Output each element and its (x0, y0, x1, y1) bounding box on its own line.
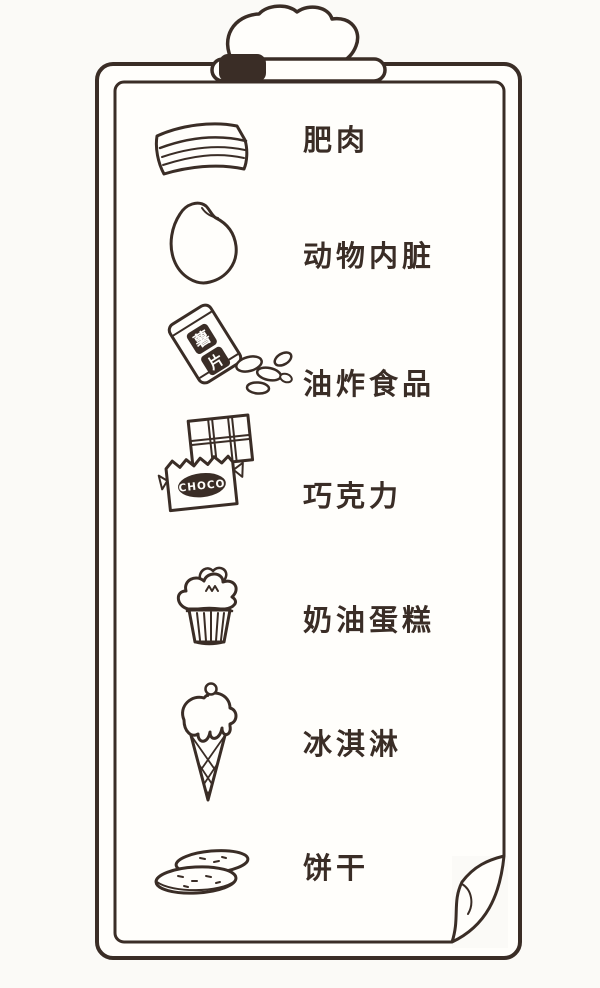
food-label-animal-organ: 动物内脏 (303, 241, 436, 273)
cream-cake-icon (176, 566, 238, 646)
animal-organ-icon (169, 201, 238, 285)
food-label-ice-cream: 冰淇淋 (303, 729, 403, 761)
fried-food-icon: 薯 片 (167, 303, 293, 395)
wrapper-label-oval (178, 472, 226, 498)
food-label-fried-food: 油炸食品 (303, 369, 436, 401)
melting-scoop (181, 691, 238, 743)
food-label-biscuit: 饼干 (303, 853, 370, 885)
ice-cream-icon (181, 682, 238, 802)
food-label-cream-cake: 奶油蛋糕 (303, 605, 436, 637)
biscuit-speckles (177, 856, 227, 888)
wrapper-label-text: CHOCO (178, 478, 226, 495)
food-label-chocolate: 巧克力 (303, 481, 403, 513)
clip-clamp (219, 54, 266, 82)
food-label-fatty-meat: 肥肉 (303, 125, 370, 157)
cherry (204, 682, 218, 696)
chocolate-bar-icon: CHOCO (157, 413, 255, 513)
cream-puff (176, 572, 238, 611)
snack-bag: 薯 片 (167, 303, 243, 385)
page-curl (450, 854, 506, 944)
page-curl-inner-line (461, 883, 473, 915)
fatty-meat-icon (154, 122, 249, 176)
biscuit-icon (154, 849, 250, 895)
clip-lever (226, 4, 360, 64)
spilled-chips (235, 351, 293, 395)
